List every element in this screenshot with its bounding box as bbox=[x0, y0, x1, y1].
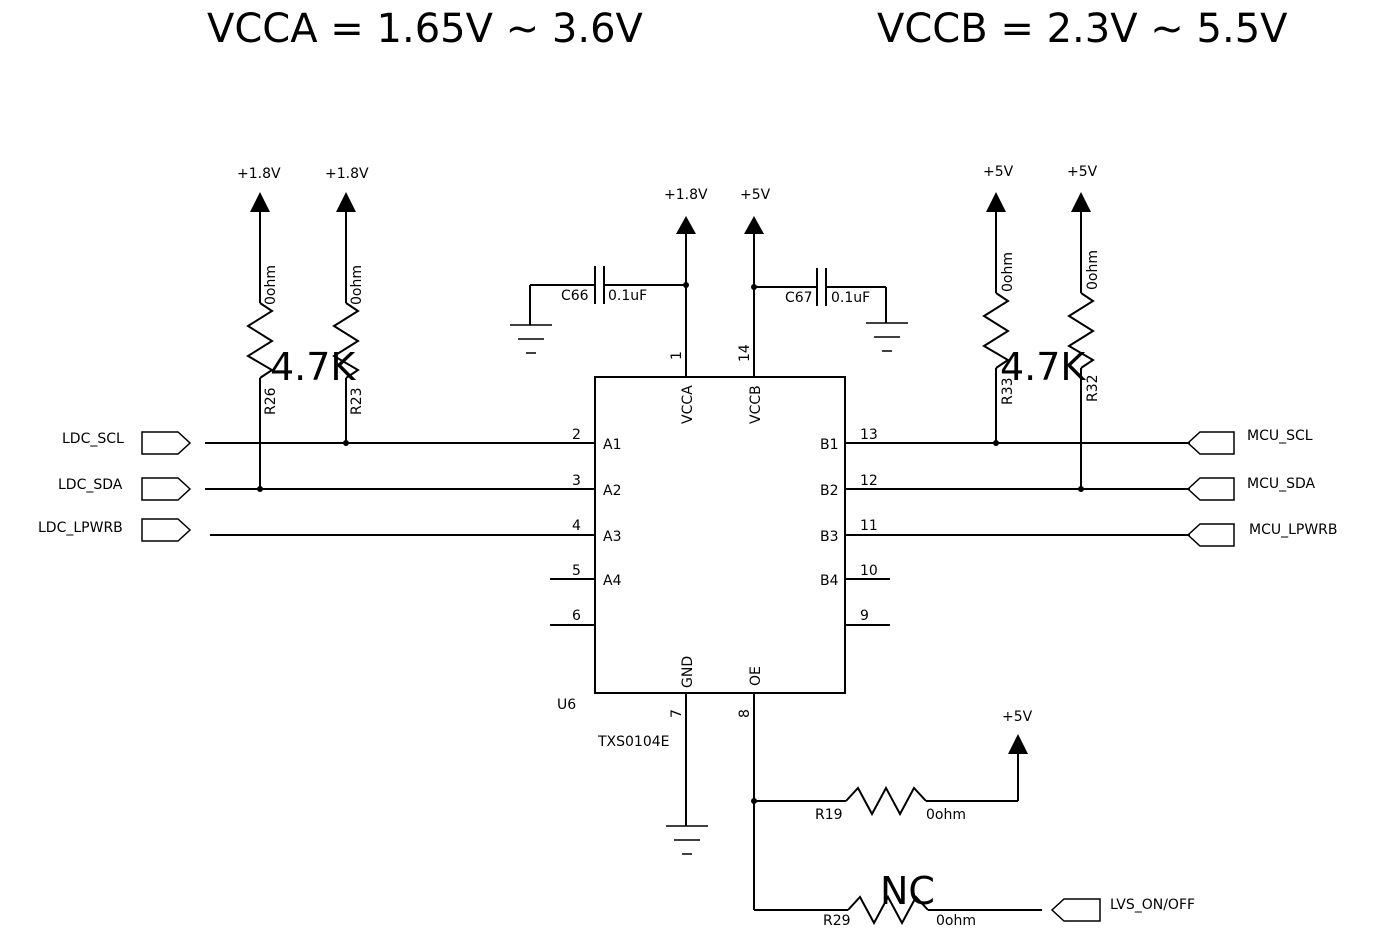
pin-num-14: 14 bbox=[737, 344, 753, 362]
power-arrow-icon bbox=[250, 192, 270, 212]
pin-name-a1: A1 bbox=[603, 437, 621, 453]
ic-part: TXS0104E bbox=[597, 734, 670, 750]
power-arrow-icon bbox=[1071, 192, 1091, 212]
pullup-note-right: 4.7K bbox=[1000, 345, 1086, 389]
port-mcu-scl-label: MCU_SCL bbox=[1247, 428, 1313, 444]
pin-num-8: 8 bbox=[737, 709, 753, 718]
power-arrow-icon bbox=[1008, 734, 1028, 754]
res-r23-value: 0ohm bbox=[349, 265, 365, 305]
pin-name-b2: B2 bbox=[820, 483, 839, 499]
pin-name-oe: OE bbox=[748, 666, 764, 686]
res-r33-ref: R33 bbox=[1000, 377, 1016, 405]
power-arrow-icon bbox=[676, 216, 696, 234]
res-r19-ref: R19 bbox=[815, 807, 843, 823]
res-r33-value: 0ohm bbox=[1000, 252, 1016, 292]
power-arrow-icon bbox=[986, 192, 1006, 212]
port-ldc-lpwrb bbox=[141, 518, 192, 542]
pin-name-vccb: VCCB bbox=[748, 385, 764, 424]
pin-num-3: 3 bbox=[572, 473, 581, 489]
port-lvs bbox=[1050, 898, 1101, 922]
pin-num-7: 7 bbox=[669, 709, 685, 718]
cap-c66-value: 0.1uF bbox=[608, 288, 647, 304]
ic-body bbox=[594, 376, 846, 694]
res-r26-value: 0ohm bbox=[263, 265, 279, 305]
power-label-r32: +5V bbox=[1067, 164, 1098, 180]
pullup-note-left: 4.7K bbox=[270, 345, 356, 389]
pin-name-a3: A3 bbox=[603, 529, 621, 545]
pin-num-5: 5 bbox=[572, 563, 581, 579]
res-r29-ref: R29 bbox=[823, 913, 851, 929]
power-label-vccb: +5V bbox=[740, 187, 771, 203]
power-label-r23: +1.8V bbox=[325, 166, 369, 182]
pin-name-a4: A4 bbox=[603, 573, 622, 589]
res-r19-value: 0ohm bbox=[926, 807, 966, 823]
cap-c67-ref: C67 bbox=[785, 290, 813, 306]
port-mcu-lpwrb-label: MCU_LPWRB bbox=[1249, 522, 1338, 538]
port-mcu-lpwrb bbox=[1186, 523, 1235, 547]
port-lvs-label: LVS_ON/OFF bbox=[1110, 897, 1195, 913]
pin-name-a2: A2 bbox=[603, 483, 621, 499]
port-mcu-sda-label: MCU_SDA bbox=[1247, 476, 1316, 492]
pin-name-b1: B1 bbox=[820, 437, 839, 453]
power-label-r33: +5V bbox=[983, 164, 1014, 180]
vccb-range-header: VCCB = 2.3V ~ 5.5V bbox=[877, 6, 1288, 52]
res-r26-ref: R26 bbox=[263, 387, 279, 415]
res-r29-value: 0ohm bbox=[936, 913, 976, 929]
pin-num-6: 6 bbox=[572, 608, 581, 624]
pin-num-13: 13 bbox=[860, 427, 878, 443]
port-ldc-sda-label: LDC_SDA bbox=[58, 477, 123, 493]
pin-num-2: 2 bbox=[572, 427, 581, 443]
port-ldc-scl bbox=[141, 431, 192, 455]
power-arrow-icon bbox=[336, 192, 356, 212]
pin-num-11: 11 bbox=[860, 518, 878, 534]
cap-c67-value: 0.1uF bbox=[831, 290, 870, 306]
pin-num-1: 1 bbox=[669, 351, 685, 360]
ic-ref: U6 bbox=[557, 697, 576, 713]
pin-name-b3: B3 bbox=[820, 529, 839, 545]
port-mcu-sda bbox=[1186, 477, 1235, 501]
res-r23-ref: R23 bbox=[349, 387, 365, 415]
power-label-vcca: +1.8V bbox=[664, 187, 708, 203]
res-r32-ref: R32 bbox=[1085, 374, 1101, 402]
nc-note: NC bbox=[880, 869, 935, 913]
power-label-r19: +5V bbox=[1002, 709, 1033, 725]
pin-name-b4: B4 bbox=[820, 573, 839, 589]
pin-name-vcca: VCCA bbox=[680, 385, 696, 424]
port-ldc-lpwrb-label: LDC_LPWRB bbox=[38, 520, 123, 536]
power-arrow-icon bbox=[744, 216, 764, 234]
cap-c66-ref: C66 bbox=[561, 288, 589, 304]
pin-num-9: 9 bbox=[860, 608, 869, 624]
pin-num-12: 12 bbox=[860, 473, 878, 489]
port-mcu-scl bbox=[1186, 431, 1235, 455]
pin-name-gnd: GND bbox=[680, 656, 696, 688]
res-r32-value: 0ohm bbox=[1085, 250, 1101, 290]
power-label-r26: +1.8V bbox=[237, 166, 281, 182]
pin-num-10: 10 bbox=[860, 563, 878, 579]
port-ldc-sda bbox=[141, 477, 192, 501]
vcca-range-header: VCCA = 1.65V ~ 3.6V bbox=[207, 6, 644, 52]
pin-num-4: 4 bbox=[572, 518, 581, 534]
port-ldc-scl-label: LDC_SCL bbox=[62, 431, 124, 447]
